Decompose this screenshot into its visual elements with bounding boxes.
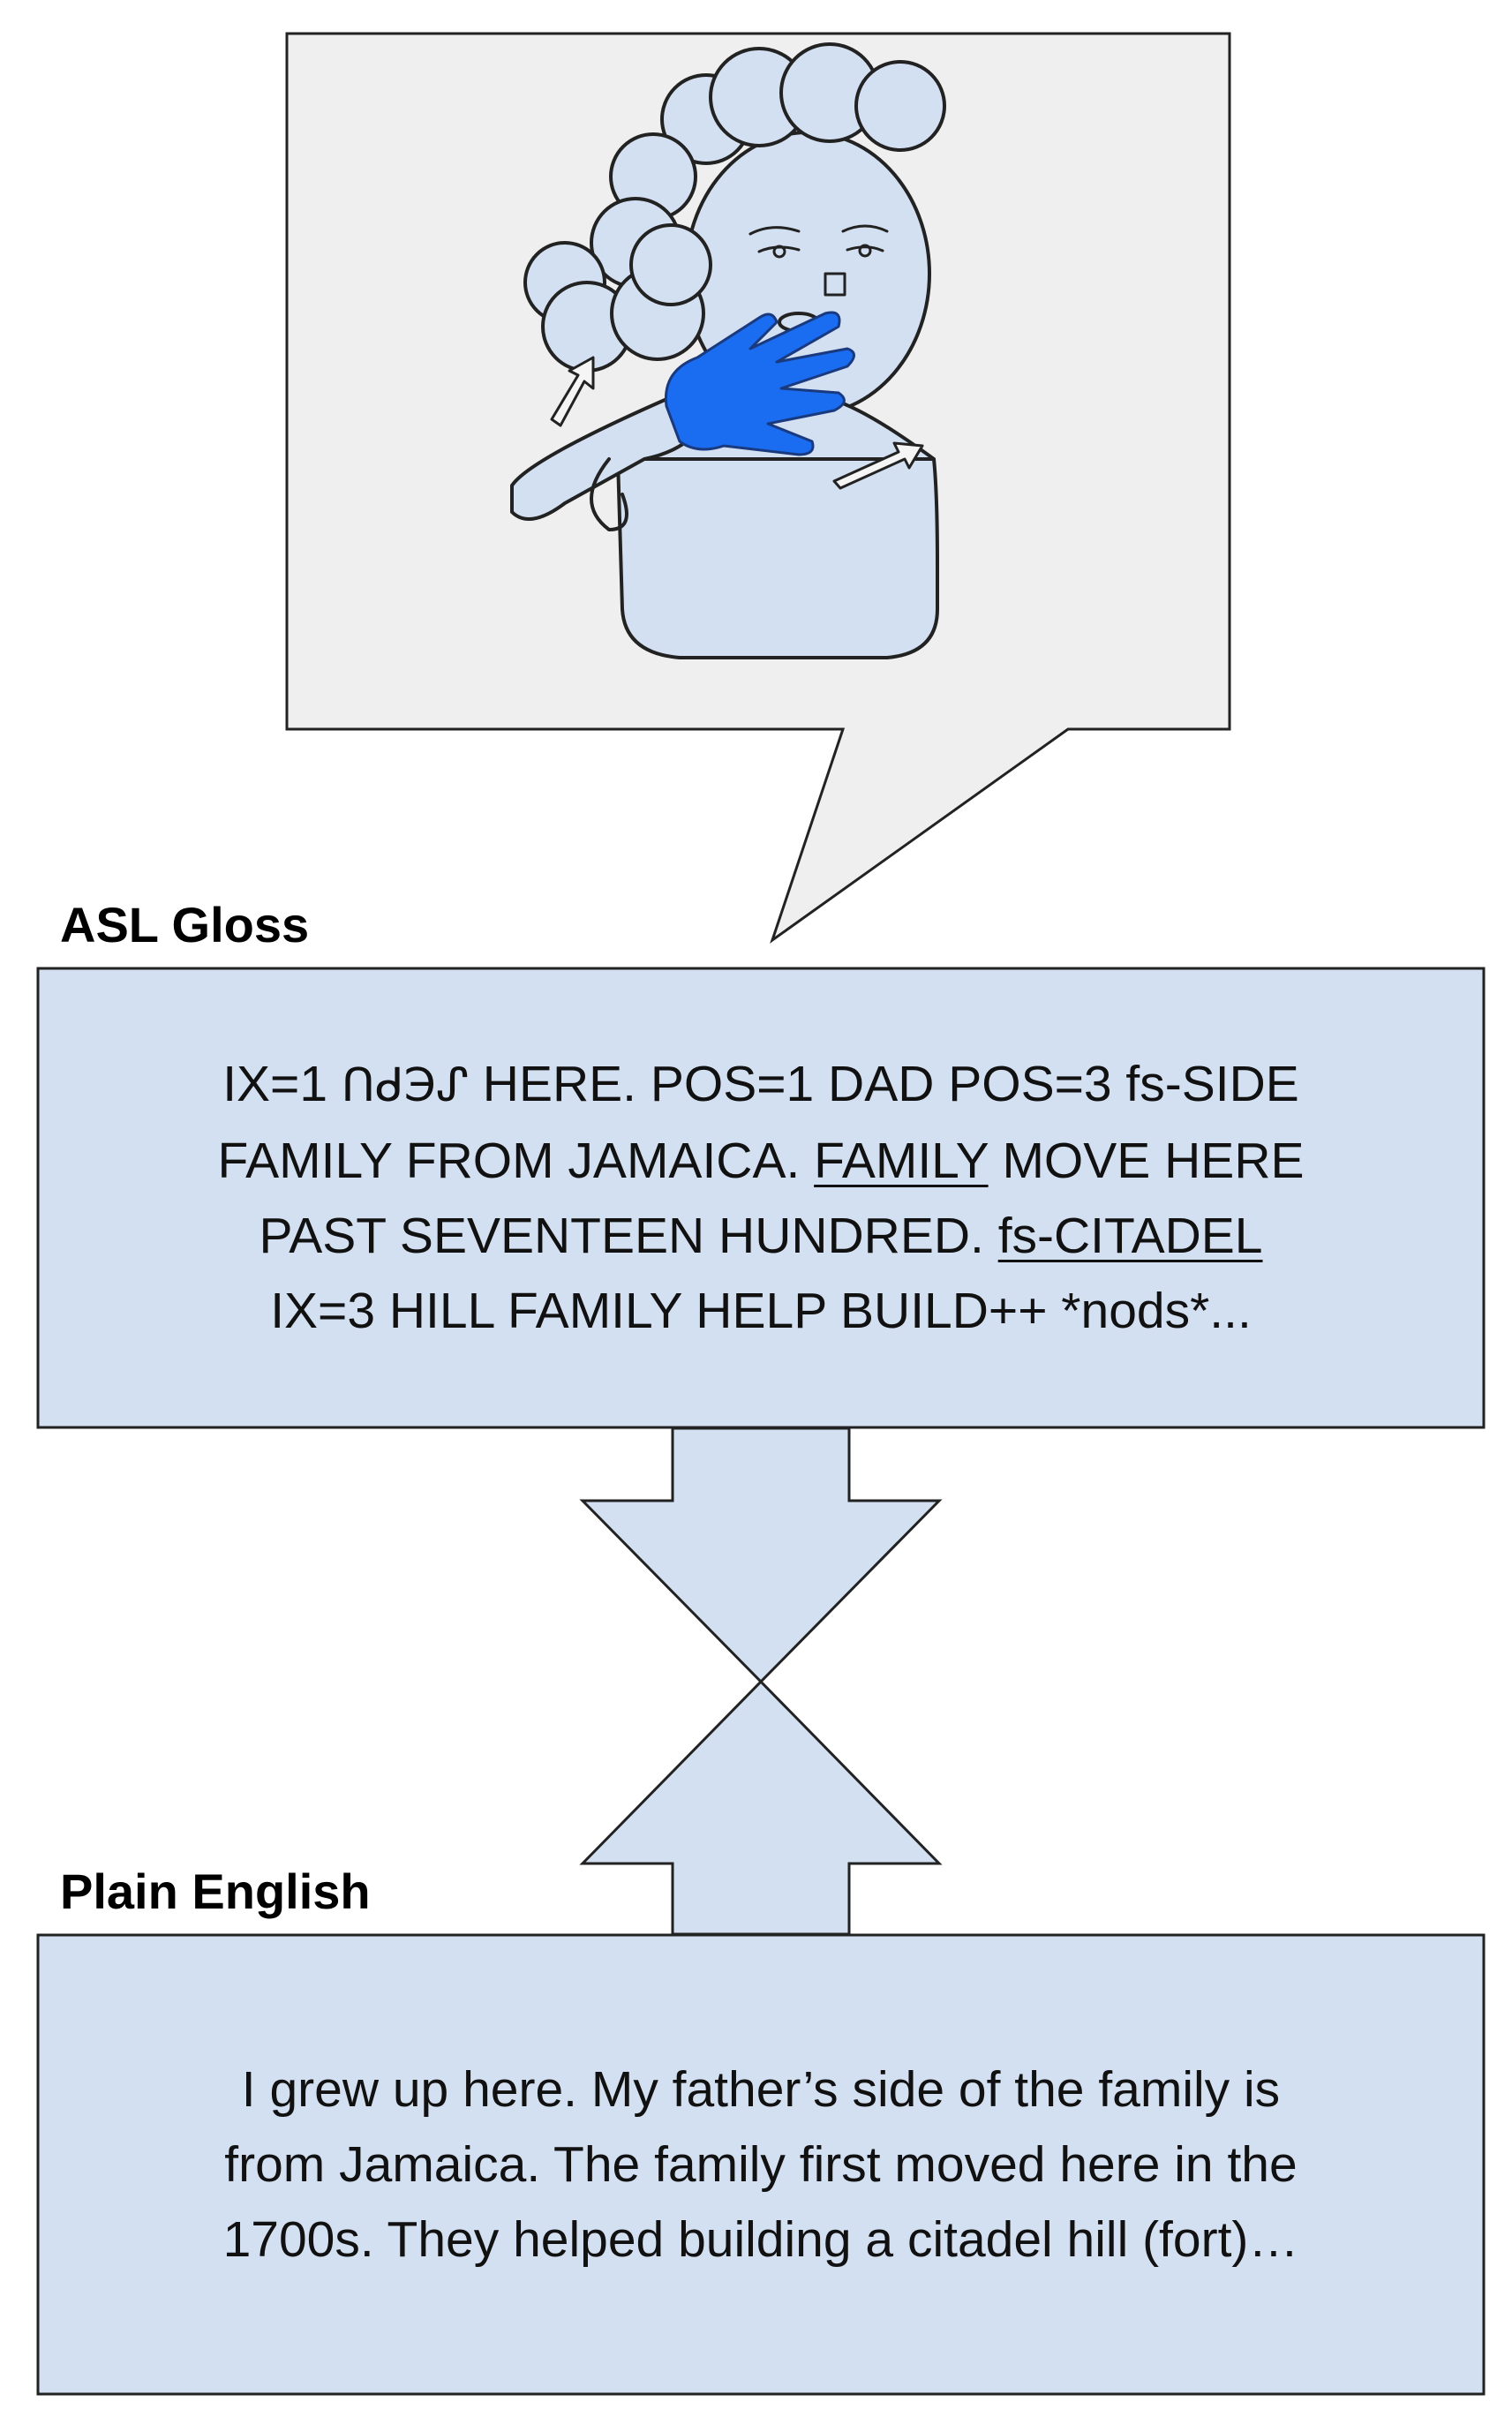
asl-gloss-line: IX=3 HILL FAMILY HELP BUILD++ *nods*... bbox=[217, 1274, 1304, 1349]
gloss-segment: IX=3 HILL FAMILY HELP BUILD++ *nods*... bbox=[270, 1283, 1252, 1339]
eye-right bbox=[846, 245, 884, 252]
sign-notation-symbol: ᑎᑯЭᔑ bbox=[341, 1059, 469, 1112]
hand-icon bbox=[664, 311, 855, 456]
plain-english-box-shape bbox=[36, 1933, 1486, 2396]
plain-english-line: I grew up here. My father’s side of the … bbox=[241, 2060, 1281, 2118]
gloss-segment: FAMILY FROM JAMAICA. bbox=[217, 1133, 815, 1189]
movement-arrow-icon bbox=[550, 356, 924, 490]
pupil-left bbox=[772, 245, 786, 259]
hair-icon bbox=[523, 42, 946, 373]
asl-gloss-line: IX=1 ᑎᑯЭᔑ HERE. POS=1 DAD POS=3 fs-SIDE bbox=[217, 1047, 1304, 1124]
underlined-gloss-segment: FAMILY bbox=[814, 1133, 989, 1189]
gloss-segment: IX=1 bbox=[222, 1056, 342, 1112]
plain-english-line: 1700s. They helped building a citadel hi… bbox=[222, 2210, 1299, 2268]
pupil-right bbox=[858, 244, 872, 258]
asl-gloss-line: PAST SEVENTEEN HUNDRED. fs-CITADEL bbox=[217, 1199, 1304, 1274]
bidirectional-arrow-icon bbox=[579, 1427, 943, 1936]
eyebrow-left bbox=[748, 226, 801, 236]
asl-gloss-box-shape bbox=[36, 967, 1486, 1429]
gloss-segment: PAST SEVENTEEN HUNDRED. bbox=[259, 1208, 998, 1264]
nose bbox=[824, 272, 846, 297]
gloss-segment: MOVE HERE bbox=[988, 1133, 1305, 1189]
figure-torso bbox=[616, 457, 939, 659]
gloss-segment: HERE. POS=1 DAD POS=3 fs-SIDE bbox=[468, 1056, 1299, 1112]
eyebrow-right bbox=[841, 224, 889, 233]
plain-english-label: Plain English bbox=[60, 1864, 371, 1919]
underlined-gloss-segment: fs-CITADEL bbox=[997, 1208, 1263, 1264]
plain-english-text: I grew up here. My father’s side of the … bbox=[223, 2052, 1299, 2278]
asl-gloss-line: FAMILY FROM JAMAICA. FAMILY MOVE HERE bbox=[217, 1124, 1304, 1199]
plain-english-line: from Jamaica. The family first moved her… bbox=[224, 2135, 1298, 2193]
figure-arm-lower bbox=[590, 457, 628, 531]
signing-person-icon bbox=[510, 42, 946, 659]
plain-english-box: I grew up here. My father’s side of the … bbox=[38, 1935, 1484, 2394]
asl-gloss-label: ASL Gloss bbox=[60, 897, 310, 952]
